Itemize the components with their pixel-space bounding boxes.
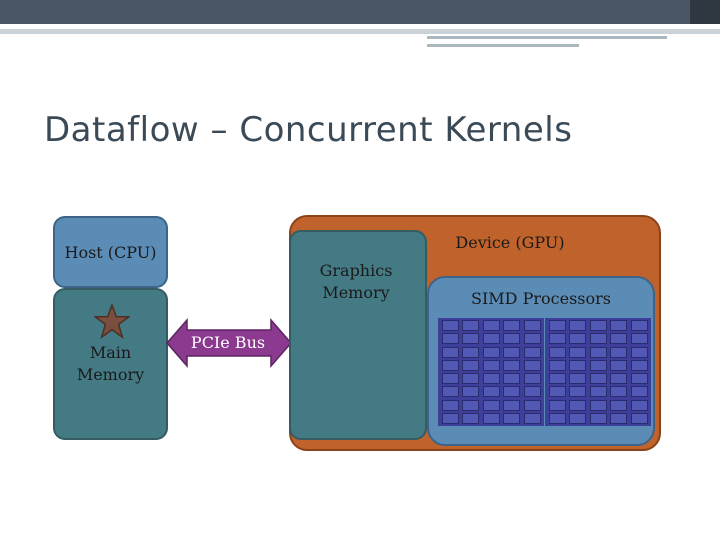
processor-cell (589, 399, 607, 411)
processor-cell (589, 346, 607, 358)
processor-cell (630, 386, 648, 398)
processor-cell (482, 412, 500, 424)
processor-cell (441, 333, 459, 345)
processor-cell (610, 399, 627, 411)
processor-cell (441, 346, 459, 358)
processor-cell (503, 346, 520, 358)
processor-cell (548, 386, 566, 398)
processor-cell (630, 412, 648, 424)
processor-cell (610, 320, 627, 332)
slide-title: Dataflow – Concurrent Kernels (44, 110, 573, 150)
header-bar-accent (690, 0, 720, 24)
processor-cell (569, 386, 586, 398)
host-cpu-box (53, 216, 168, 288)
processor-cell (610, 359, 627, 371)
processor-cell (630, 399, 648, 411)
processor-cell (523, 412, 541, 424)
device-gpu-label: Device (GPU) (455, 233, 565, 252)
processor-cell (630, 333, 648, 345)
processor-cell (503, 320, 520, 332)
processor-cell (503, 399, 520, 411)
processor-cell (610, 346, 627, 358)
processor-cell (569, 346, 586, 358)
processor-cell (630, 320, 648, 332)
processor-cell (630, 373, 648, 385)
processor-cell (503, 412, 520, 424)
processor-cell (503, 386, 520, 398)
header-bar (0, 0, 720, 24)
processor-cell (462, 386, 479, 398)
processor-cell (589, 386, 607, 398)
processor-cell (462, 333, 479, 345)
processor-cell (462, 359, 479, 371)
processor-cell (482, 386, 500, 398)
main-memory-label-line2: Memory (76, 365, 145, 384)
processor-cell (569, 399, 586, 411)
processor-cell (610, 333, 627, 345)
processor-cell (569, 359, 586, 371)
processor-cell (589, 412, 607, 424)
processor-cell (610, 412, 627, 424)
graphics-memory-label-line2: Memory (322, 283, 390, 302)
header-stripe-shorter (427, 44, 579, 47)
processor-cell (441, 373, 459, 385)
processor-cell (589, 359, 607, 371)
processor-cell (589, 373, 607, 385)
processor-cell (548, 359, 566, 371)
header-stripe-short (427, 36, 667, 39)
simd-processor-block (438, 318, 544, 426)
processor-cell (441, 412, 459, 424)
processor-cell (523, 346, 541, 358)
processor-cell (482, 320, 500, 332)
simd-processors-label: SIMD Processors (471, 289, 611, 308)
processor-cell (548, 346, 566, 358)
processor-cell (503, 359, 520, 371)
processor-cell (441, 386, 459, 398)
processor-cell (482, 333, 500, 345)
host-cpu-label: Host (CPU) (64, 243, 157, 262)
processor-cell (569, 320, 586, 332)
processor-cell (589, 320, 607, 332)
processor-cell (462, 412, 479, 424)
processor-cell (462, 373, 479, 385)
processor-cell (569, 333, 586, 345)
processor-cell (482, 359, 500, 371)
processor-cell (441, 359, 459, 371)
processor-cell (523, 320, 541, 332)
processor-cell (482, 399, 500, 411)
processor-cell (630, 346, 648, 358)
processor-cell (548, 412, 566, 424)
graphics-memory-box (289, 230, 427, 440)
processor-cell (523, 333, 541, 345)
processor-cell (503, 333, 520, 345)
processor-cell (441, 320, 459, 332)
processor-cell (548, 320, 566, 332)
processor-cell (523, 373, 541, 385)
star-icon (94, 304, 130, 340)
processor-cell (610, 373, 627, 385)
processor-cell (503, 373, 520, 385)
processor-cell (523, 399, 541, 411)
processor-cell (569, 373, 586, 385)
processor-cell (610, 386, 627, 398)
processor-cell (462, 399, 479, 411)
processor-cell (482, 346, 500, 358)
processor-cell (462, 346, 479, 358)
processor-cell (462, 320, 479, 332)
graphics-memory-label-line1: Graphics (319, 261, 393, 280)
processor-cell (548, 399, 566, 411)
simd-processor-block (545, 318, 651, 426)
processor-cell (548, 333, 566, 345)
processor-cell (548, 373, 566, 385)
processor-cell (589, 333, 607, 345)
processor-cell (523, 386, 541, 398)
processor-cell (441, 399, 459, 411)
processor-cell (482, 373, 500, 385)
processor-cell (630, 359, 648, 371)
processor-cell (569, 412, 586, 424)
header-stripe (0, 29, 720, 34)
pcie-bus-label: PCIe Bus (190, 333, 266, 352)
processor-cell (523, 359, 541, 371)
main-memory-label-line1: Main (89, 343, 132, 362)
